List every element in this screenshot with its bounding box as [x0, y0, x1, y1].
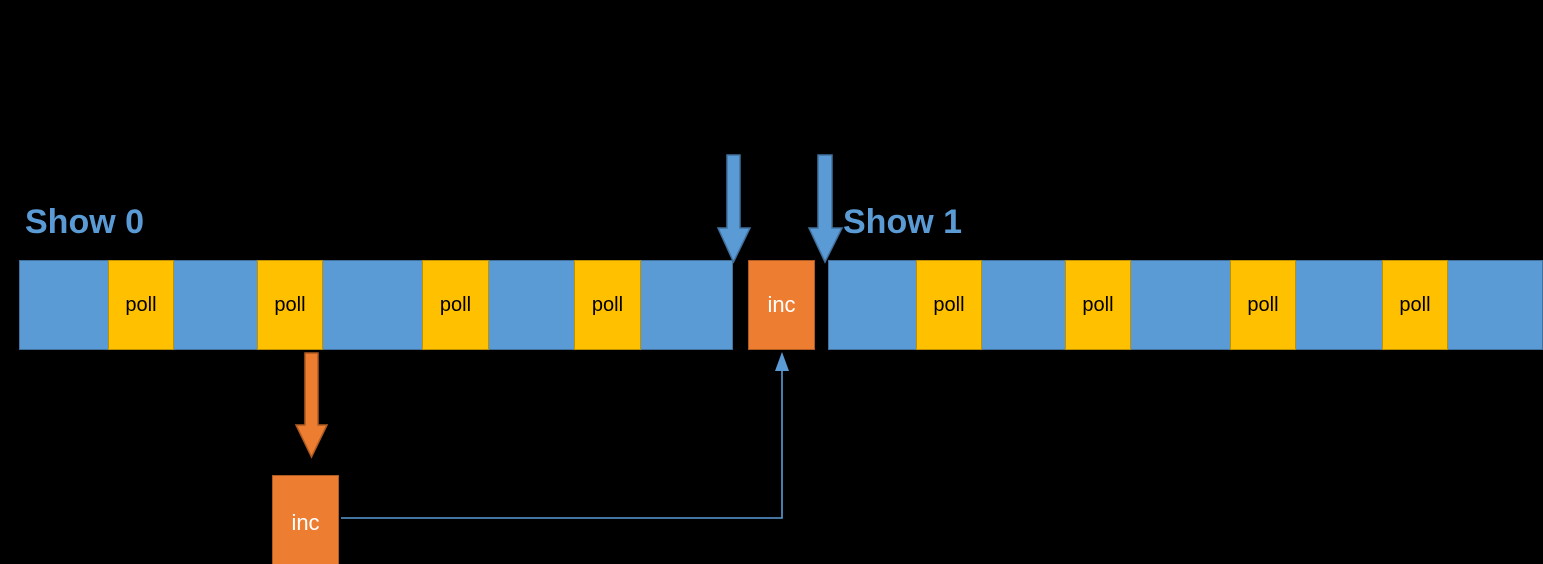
show-1-poll-block: poll: [1065, 260, 1131, 350]
show-0-idle-block: [174, 260, 257, 350]
show-1-idle-block: [982, 260, 1065, 350]
show-0-label: Show 0: [25, 203, 145, 241]
show-1-poll-block: poll: [1230, 260, 1296, 350]
show-1-poll-block: poll: [1382, 260, 1448, 350]
show-1-label: Show 1: [843, 203, 963, 241]
segment-label: poll: [439, 294, 472, 316]
show-0-poll-block: poll: [422, 260, 489, 350]
show-0-poll-block: poll: [574, 260, 641, 350]
timeline-show-1: poll poll poll poll: [828, 260, 1543, 350]
show-0-poll-block: poll: [108, 260, 174, 350]
show-0-poll-block: poll: [257, 260, 323, 350]
segment-label: poll: [1399, 294, 1431, 316]
inc-block-inline: inc: [748, 260, 815, 350]
show-0-idle-block: [641, 260, 733, 350]
timeline-show-0: poll poll poll poll: [19, 260, 733, 350]
show-1-idle-block: [1296, 260, 1382, 350]
down-arrow-icon-2: [807, 154, 844, 264]
down-arrow-icon-orange: [294, 352, 329, 459]
segment-label: poll: [591, 294, 624, 316]
inc-block-deferred: inc: [272, 475, 339, 564]
segment-label: poll: [125, 294, 157, 316]
show-0-idle-block: [323, 260, 422, 350]
segment-label: poll: [933, 294, 965, 316]
callback-connector-line: [341, 352, 789, 519]
show-1-idle-block: [1131, 260, 1230, 350]
segment-label: poll: [1082, 294, 1114, 316]
segment-label: poll: [274, 294, 306, 316]
down-arrow-icon-1: [716, 154, 752, 264]
show-1-idle-block: [828, 260, 916, 350]
show-0-idle-block: [489, 260, 574, 350]
show-1-idle-block: [1448, 260, 1543, 350]
show-1-poll-block: poll: [916, 260, 982, 350]
show-0-idle-block: [19, 260, 108, 350]
segment-label: poll: [1247, 294, 1279, 316]
